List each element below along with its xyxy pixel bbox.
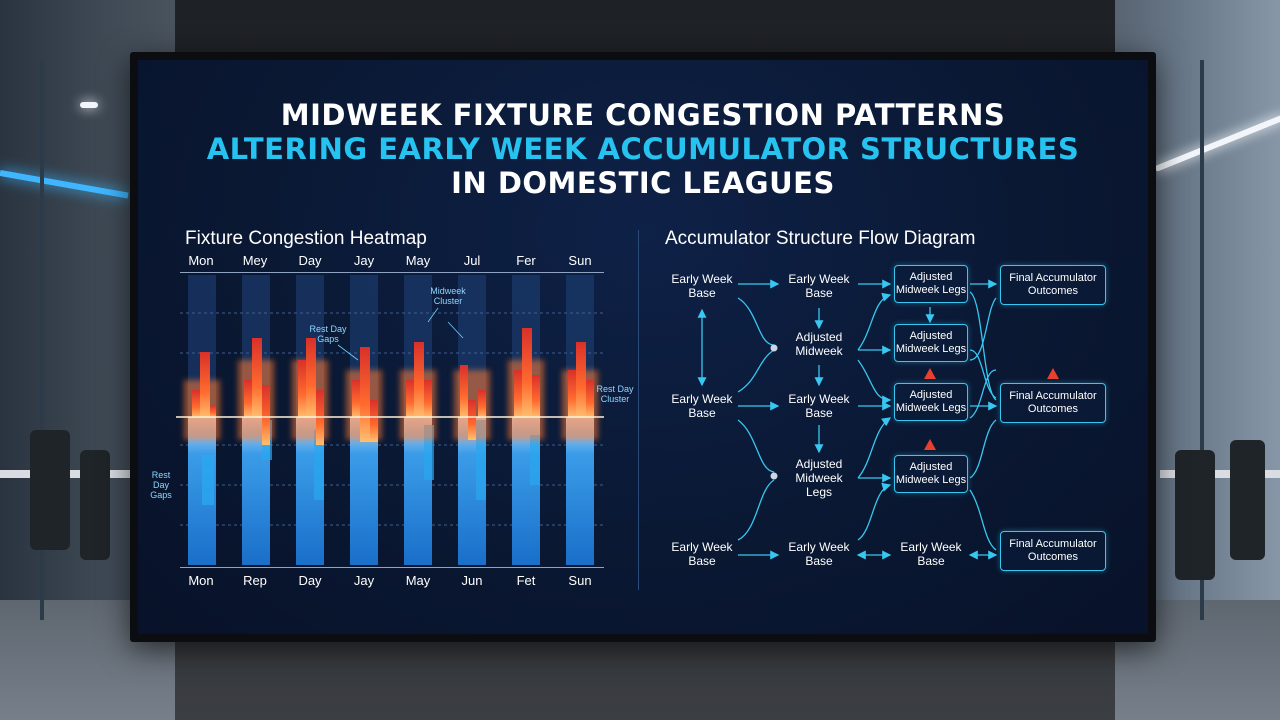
node-adjusted-midweek: Adjusted Midweek [795,330,843,358]
title-line-2: ALTERING EARLY WEEK ACCUMULATOR STRUCTUR… [206,132,1080,166]
node-early-week-base: Early Week Base [671,392,733,420]
box-label: Final Accumulator Outcomes [1009,272,1097,297]
top-label: Day [298,253,322,268]
chair [80,450,110,560]
box-final-accumulator-outcomes: Final Accumulator Outcomes [1000,265,1106,305]
top-label: Mon [188,253,214,268]
node-adjusted-midweek-legs: Adjusted Midweek Legs [795,457,843,499]
top-label: Jay [353,253,375,268]
junction-dot [770,344,778,352]
chair [30,430,70,550]
bottom-label: Fet [516,573,536,588]
desk [1160,470,1280,478]
top-label: Fer [516,253,536,268]
presentation-screen: MIDWEEK FIXTURE CONGESTION PATTERNS ALTE… [138,60,1148,634]
chair [1230,440,1265,560]
node-early-week-base: Early Week Base [788,392,850,420]
warning-icon [924,439,936,450]
bottom-axis-line [180,567,604,568]
bottom-label: Rep [243,573,267,588]
flow-title: Accumulator Structure Flow Diagram [665,228,976,249]
box-final-accumulator-outcomes: Final Accumulator Outcomes [1000,531,1106,571]
window-frame [40,60,44,620]
bottom-label: Day [298,573,322,588]
bottom-label: Sun [568,573,592,588]
wall-monitor: MIDWEEK FIXTURE CONGESTION PATTERNS ALTE… [130,52,1156,642]
box-label: Adjusted Midweek Legs [895,389,967,414]
gridlines [180,312,604,526]
node-early-week-base: Early Week Base [788,272,850,300]
box-adjusted-midweek-legs: Adjusted Midweek Legs [894,383,968,421]
box-final-accumulator-outcomes: Final Accumulator Outcomes [1000,383,1106,423]
box-label: Adjusted Midweek Legs [895,330,967,355]
window-frame [1200,60,1204,620]
top-axis-line [180,272,604,273]
title-line-3: IN DOMESTIC LEAGUES [451,166,835,200]
annotation-midweek-cluster: Midweek Cluster [430,286,466,306]
node-early-week-base: Early Week Base [788,540,850,568]
flow-connectors [697,279,998,560]
ceiling-light [80,102,98,108]
bottom-label: Jay [353,573,375,588]
top-label: Mey [242,253,268,268]
box-adjusted-midweek-legs: Adjusted Midweek Legs [894,265,968,303]
annotation-rest-day-cluster: Rest Day Cluster [596,384,634,404]
junction-dot [770,472,778,480]
node-early-week-base: Early Week Base [900,540,962,568]
box-label: Adjusted Midweek Legs [895,461,967,486]
chair [1175,450,1215,580]
node-early-week-base: Early Week Base [671,272,733,300]
box-label: Adjusted Midweek Legs [895,271,967,296]
box-label: Final Accumulator Outcomes [1009,538,1097,563]
title-line-1: MIDWEEK FIXTURE CONGESTION PATTERNS [280,98,1006,132]
top-label: Jul [463,253,481,268]
box-adjusted-midweek-legs: Adjusted Midweek Legs [894,324,968,362]
top-label: Sun [568,253,592,268]
bottom-label: Jun [461,573,483,588]
node-early-week-base: Early Week Base [671,540,733,568]
top-label: May [405,253,431,268]
bottom-label: Mon [188,573,214,588]
cool-bars [188,417,594,565]
warning-icon [1047,368,1059,379]
warning-icon [924,368,936,379]
heatmap-graphic [176,275,998,565]
box-label: Final Accumulator Outcomes [1009,390,1097,415]
panel-divider [638,230,639,590]
annotation-leaders [337,307,464,361]
box-adjusted-midweek-legs: Adjusted Midweek Legs [894,455,968,493]
bottom-label: May [405,573,431,588]
heatmap-title: Fixture Congestion Heatmap [185,228,427,249]
annotation-rest-day-gaps-top: Rest Day Gaps [309,324,347,344]
annotation-rest-day-gaps-left: Rest Day Gaps [150,470,172,500]
